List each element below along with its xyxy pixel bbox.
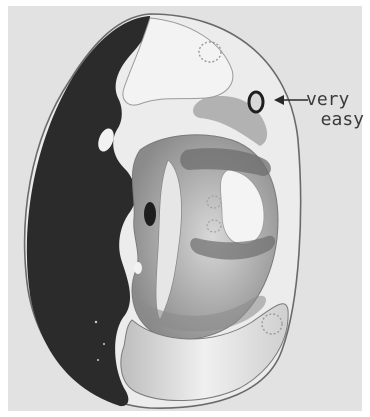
- scan-speck: [95, 321, 97, 323]
- annotation-line-easy: easy: [306, 110, 364, 130]
- target-hole: [249, 92, 263, 112]
- spot-mid-left: [134, 262, 142, 274]
- annotation-line-very: very: [306, 90, 368, 110]
- hole-mid-left: [144, 202, 156, 226]
- scan-speck: [97, 359, 99, 361]
- scan-speck: [103, 343, 105, 345]
